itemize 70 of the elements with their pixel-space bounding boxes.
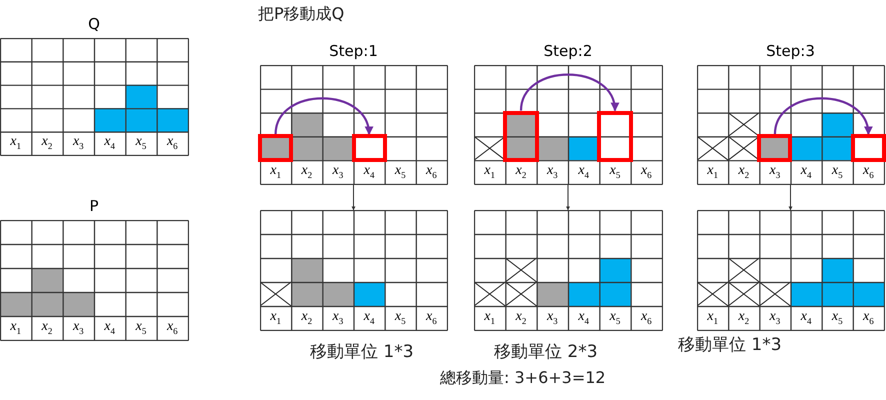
- column-label: x$_{1}$: [9, 318, 22, 338]
- column-label: x$_{5}$: [608, 162, 622, 182]
- column-label: x$_{1}$: [9, 133, 22, 154]
- column-label: x$_{6}$: [862, 308, 875, 328]
- column-label: x$_{6}$: [862, 162, 875, 182]
- arrow: [520, 74, 618, 112]
- column-label: x$_{2}$: [300, 308, 314, 328]
- column-label: x$_{4}$: [577, 162, 590, 182]
- column-label: x$_{5}$: [830, 308, 844, 328]
- column-label: x$_{2}$: [40, 133, 54, 154]
- highlight-box: [597, 110, 633, 162]
- column-label: x$_{3}$: [331, 308, 344, 328]
- column-label: x$_{4}$: [103, 318, 116, 338]
- column-label: x$_{3}$: [546, 162, 559, 182]
- column-label: x$_{4}$: [362, 308, 376, 328]
- column-label: x$_{1}$: [483, 308, 496, 328]
- column-label: x$_{1}$: [269, 308, 282, 328]
- grid-title: Step:1: [328, 41, 379, 61]
- column-label: x$_{3}$: [546, 308, 559, 328]
- grid-title: Step:3: [765, 41, 816, 61]
- column-label: x$_{3}$: [72, 133, 85, 154]
- column-label: x$_{6}$: [640, 162, 653, 182]
- highlight-box: [757, 134, 792, 162]
- column-label: x$_{4}$: [800, 162, 812, 182]
- column-label: x$_{3}$: [72, 318, 85, 338]
- column-label: x$_{6}$: [424, 162, 438, 182]
- column-label: x$_{2}$: [737, 308, 750, 328]
- column-label: x$_{2}$: [514, 162, 528, 182]
- grid-title: P: [88, 196, 100, 216]
- highlight-box: [850, 134, 886, 162]
- arrow: [774, 97, 872, 136]
- step-cost-label: 移動單位 1*3: [678, 334, 782, 356]
- step-cost-label: 移動單位 2*3: [494, 341, 598, 363]
- column-label: x$_{6}$: [166, 318, 179, 338]
- column-label: x$_{3}$: [331, 162, 344, 182]
- column-label: x$_{6}$: [166, 133, 179, 154]
- column-label: x$_{5}$: [830, 162, 844, 182]
- column-label: x$_{1}$: [706, 308, 719, 328]
- arrow: [788, 184, 792, 210]
- column-label: x$_{2}$: [300, 162, 314, 182]
- column-label: x$_{3}$: [768, 162, 782, 182]
- column-label: x$_{3}$: [768, 308, 782, 328]
- column-label: x$_{6}$: [640, 308, 653, 328]
- column-label: x$_{5}$: [134, 133, 148, 154]
- arrow: [566, 184, 570, 210]
- column-label: x$_{1}$: [269, 162, 282, 182]
- column-label: x$_{5}$: [394, 162, 407, 182]
- column-label: x$_{5}$: [608, 308, 622, 328]
- step-cost-label: 移動單位 1*3: [310, 341, 414, 363]
- column-label: x$_{4}$: [800, 308, 812, 328]
- column-label: x$_{5}$: [394, 308, 407, 328]
- column-label: x$_{6}$: [424, 308, 438, 328]
- column-label: x$_{2}$: [737, 162, 750, 182]
- column-label: x$_{4}$: [103, 133, 116, 154]
- column-label: x$_{1}$: [706, 162, 719, 182]
- column-label: x$_{5}$: [134, 318, 148, 338]
- column-label: x$_{2}$: [40, 318, 54, 338]
- arrow: [352, 184, 356, 210]
- column-label: x$_{2}$: [514, 308, 528, 328]
- diagram-title: 把P移動成Q: [258, 4, 344, 25]
- highlight-box: [258, 134, 294, 162]
- arrow: [274, 97, 372, 136]
- grid-title: Step:2: [542, 41, 594, 61]
- grid-title: Q: [87, 14, 101, 34]
- total-cost-label: 總移動量: 3+6+3=12: [440, 368, 606, 389]
- column-label: x$_{4}$: [362, 162, 376, 182]
- highlight-box: [352, 134, 387, 162]
- highlight-box: [503, 110, 539, 162]
- column-label: x$_{1}$: [483, 162, 496, 182]
- column-label: x$_{4}$: [577, 308, 590, 328]
